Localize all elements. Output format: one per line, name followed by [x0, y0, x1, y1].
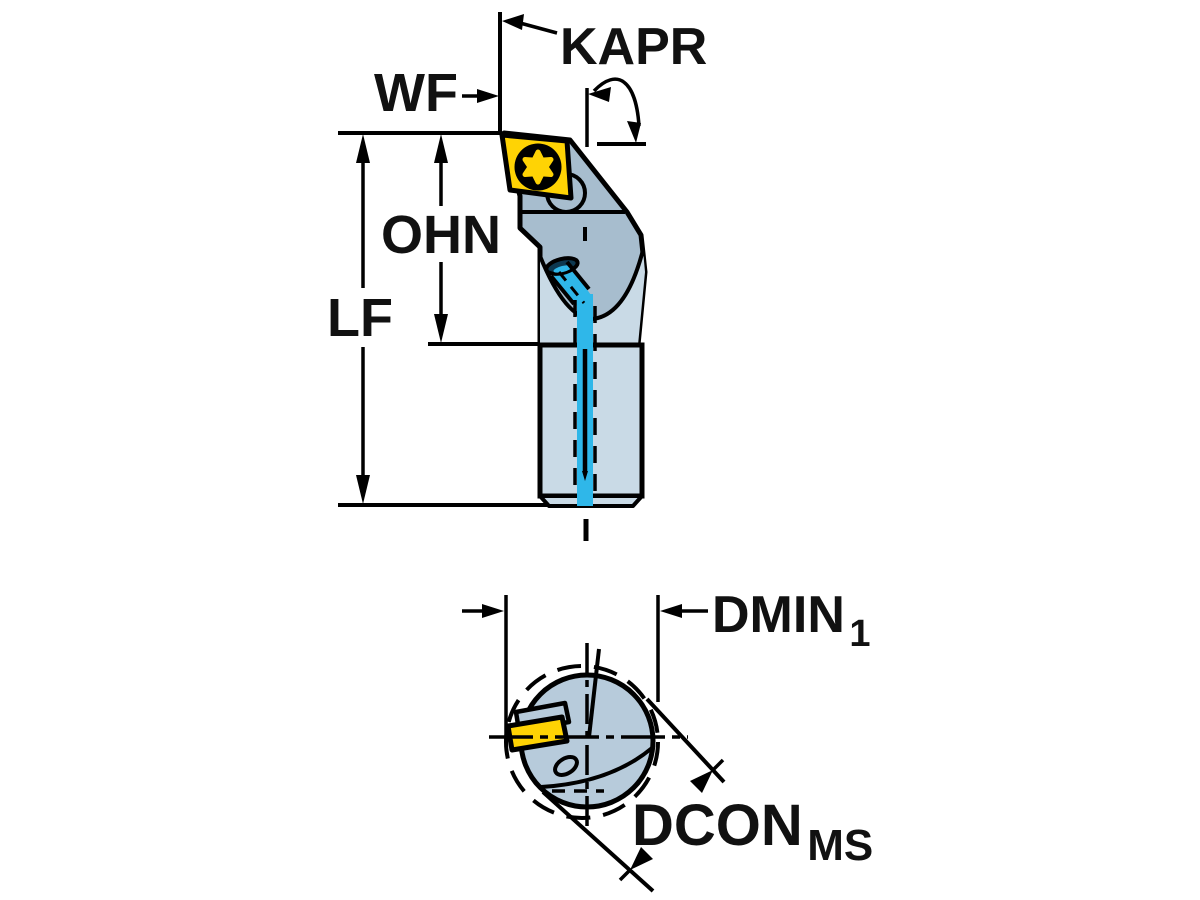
dcon-arrow-upper-overshoot: [711, 758, 725, 772]
dcon-arrow-upper: [690, 770, 713, 793]
coolant-entry-bore: [553, 265, 572, 273]
label-dmin-sub: 1: [849, 613, 870, 655]
coolant-channel: [544, 256, 597, 506]
label-ohn: OHN: [381, 205, 501, 265]
kapr-angle-arc: [592, 77, 641, 127]
lf-arrow-down: [356, 475, 370, 504]
kapr-leader-arrow: [502, 14, 524, 30]
head-neck-region: [540, 250, 645, 345]
dcon-arrow-lower: [630, 847, 653, 870]
label-lf: LF: [327, 288, 393, 348]
dmin-dashed-circle: [504, 664, 660, 820]
dimension-wf: [462, 89, 499, 103]
pocket-slant-line: [587, 648, 601, 738]
wf-arrow: [477, 89, 499, 103]
dmin-arrow-left: [482, 604, 504, 618]
label-wf: WF: [374, 63, 458, 123]
coolant-exit-ellipse: [553, 755, 579, 777]
ohn-arrow-up: [434, 134, 448, 163]
dmin-arrow-right: [660, 604, 682, 618]
label-kapr: KAPR: [560, 18, 707, 76]
dcon-arrow-lower-overshoot: [618, 868, 632, 882]
dimension-dcon: [541, 697, 726, 893]
kapr-arc-arrow-start: [588, 87, 611, 102]
coolant-edge-right: [565, 260, 591, 291]
surface-arc: [540, 746, 654, 789]
lf-arrow-up: [356, 134, 370, 163]
label-dcon-sub: MS: [807, 821, 873, 870]
torx-screw-icon: [514, 143, 562, 191]
coolant-bore-tip: [582, 471, 588, 481]
end-view: DMIN 1 DCON MS: [462, 586, 873, 893]
coolant-slant-centerline: [557, 271, 586, 304]
coolant-edge-left: [549, 274, 576, 306]
label-dmin-main: DMIN: [712, 586, 845, 644]
dimension-lf: [356, 134, 370, 504]
dimension-kapr: [502, 14, 646, 147]
side-view: KAPR WF OHN LF: [327, 12, 707, 541]
torx-star: [522, 149, 554, 185]
dimension-ohn: [434, 134, 448, 343]
dcon-tangent-upper: [645, 697, 726, 784]
kapr-arc-arrow-end: [627, 121, 641, 143]
dimension-dmin: [462, 595, 708, 740]
kapr-leader-line: [519, 21, 558, 35]
label-dmin: DMIN 1: [712, 586, 870, 655]
label-dcon: DCON MS: [632, 793, 873, 870]
ohn-arrow-down: [434, 314, 448, 343]
coolant-exit-hole: [553, 755, 579, 777]
coolant-entry-hole: [544, 256, 580, 276]
dcon-tangent-lower: [541, 790, 655, 893]
tool-holder-side: [499, 130, 648, 541]
label-dcon-main: DCON: [632, 793, 803, 858]
cutting-insert-end: [505, 714, 570, 753]
